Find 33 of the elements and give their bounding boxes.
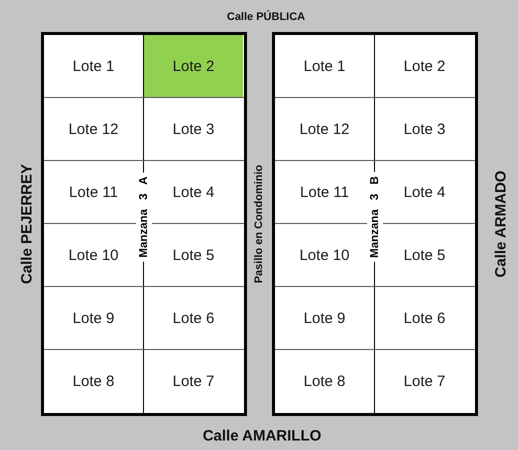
street-name: Calle PEJERREY: [18, 164, 36, 284]
lot-parcel: Lote 12: [44, 98, 143, 160]
lot-parcel: Lote 8: [275, 350, 374, 412]
lot-parcel: Lote 10: [275, 224, 362, 286]
block-outline: [41, 32, 247, 416]
street-name: Calle ARMADO: [492, 170, 510, 278]
lot-parcel: Lote 5: [156, 224, 243, 286]
lot-parcel: Lote 2: [375, 35, 474, 97]
lot-parcel: Lote 9: [44, 287, 143, 349]
lot-parcel: Lote 12: [275, 98, 374, 160]
block-label: Manzana 3 B: [367, 172, 383, 262]
street-name: Calle AMARILLO: [202, 428, 322, 444]
block-label: Manzana 3 A: [136, 172, 152, 262]
lot-parcel: Lote 10: [44, 224, 131, 286]
lot-parcel: Lote 7: [375, 350, 474, 412]
lot-parcel: Lote 3: [144, 98, 243, 160]
lot-parcel: Lote 8: [44, 350, 143, 412]
block-outline: [272, 32, 478, 416]
street-name: Calle PÚBLICA: [226, 11, 306, 23]
lot-parcel: Lote 4: [156, 161, 243, 223]
lot-parcel: Lote 1: [275, 35, 374, 97]
lot-parcel: Lote 11: [44, 161, 131, 223]
lot-parcel: Lote 4: [387, 161, 474, 223]
lot-parcel: Lote 5: [387, 224, 474, 286]
walkway-name: Pasillo en Condominio: [253, 164, 265, 284]
lot-parcel: Lote 6: [144, 287, 243, 349]
lot-parcel: Lote 2: [144, 35, 243, 97]
lot-parcel: Lote 6: [375, 287, 474, 349]
lot-parcel: Lote 3: [375, 98, 474, 160]
lot-parcel: Lote 1: [44, 35, 143, 97]
lot-parcel: Lote 9: [275, 287, 374, 349]
lot-parcel: Lote 7: [144, 350, 243, 412]
lot-parcel: Lote 11: [275, 161, 362, 223]
